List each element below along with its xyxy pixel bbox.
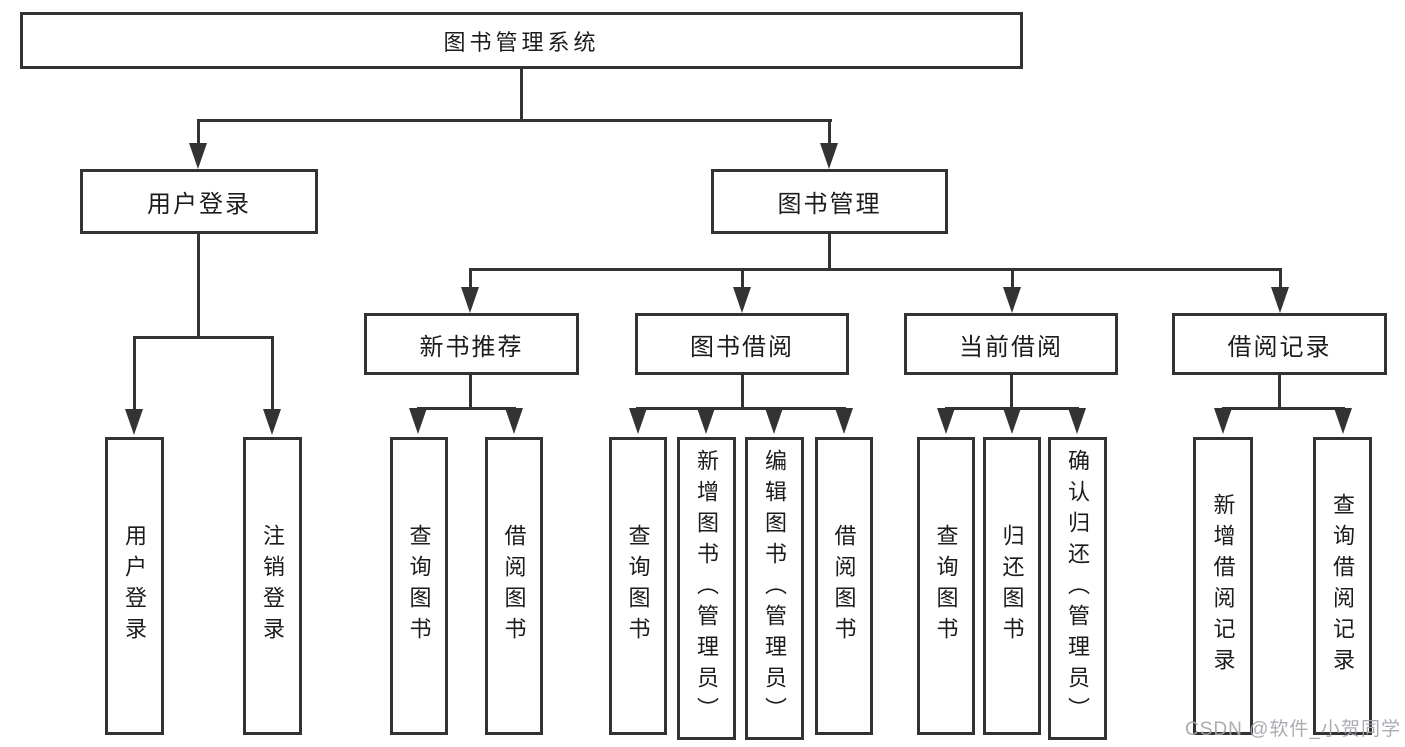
arrow-down-icon bbox=[1271, 287, 1289, 313]
connector-line bbox=[828, 234, 831, 270]
leaf-edit-book-admin: 编辑图书（管理员） bbox=[745, 437, 804, 740]
leaf-confirm-return-admin: 确认归还（管理员） bbox=[1048, 437, 1107, 740]
leaf-query-books-current: 查询图书 bbox=[917, 437, 975, 735]
connector-line bbox=[1222, 407, 1345, 410]
arrow-down-icon bbox=[820, 143, 838, 169]
connector-line bbox=[469, 268, 1282, 271]
node-library-management-system: 图书管理系统 bbox=[20, 12, 1023, 69]
arrow-down-icon bbox=[765, 408, 783, 434]
arrow-down-icon bbox=[461, 287, 479, 313]
arrow-down-icon bbox=[1068, 408, 1086, 434]
arrow-down-icon bbox=[1334, 408, 1352, 434]
connector-line bbox=[197, 119, 200, 149]
arrow-down-icon bbox=[189, 143, 207, 169]
node-new-book-recommend: 新书推荐 bbox=[364, 313, 579, 375]
leaf-add-book-admin: 新增图书（管理员） bbox=[677, 437, 736, 740]
leaf-user-login: 用户登录 bbox=[105, 437, 164, 735]
csdn-watermark: CSDN @软件_小贺同学 bbox=[1185, 719, 1401, 740]
leaf-borrow-books-borrowing: 借阅图书 bbox=[815, 437, 873, 735]
connector-line bbox=[741, 375, 744, 409]
arrow-down-icon bbox=[697, 408, 715, 434]
connector-line bbox=[133, 336, 136, 412]
connector-line bbox=[741, 268, 744, 290]
leaf-return-books: 归还图书 bbox=[983, 437, 1041, 735]
arrow-down-icon bbox=[835, 408, 853, 434]
leaf-query-books-borrowing: 查询图书 bbox=[609, 437, 667, 735]
arrow-down-icon bbox=[733, 287, 751, 313]
arrow-down-icon bbox=[1003, 287, 1021, 313]
connector-line bbox=[469, 268, 472, 290]
connector-line bbox=[1279, 268, 1282, 290]
leaf-query-borrow-record: 查询借阅记录 bbox=[1313, 437, 1372, 735]
leaf-logout: 注销登录 bbox=[243, 437, 302, 735]
connector-line bbox=[636, 407, 846, 410]
leaf-borrow-books-recommend: 借阅图书 bbox=[485, 437, 543, 735]
arrow-down-icon bbox=[409, 408, 427, 434]
connector-line bbox=[417, 407, 516, 410]
node-book-borrowing: 图书借阅 bbox=[635, 313, 849, 375]
connector-line bbox=[133, 336, 274, 339]
node-book-management: 图书管理 bbox=[711, 169, 948, 234]
connector-line bbox=[828, 119, 831, 149]
leaf-add-borrow-record: 新增借阅记录 bbox=[1193, 437, 1253, 735]
node-user-login: 用户登录 bbox=[80, 169, 318, 234]
connector-line bbox=[1010, 375, 1013, 409]
arrow-down-icon bbox=[125, 409, 143, 435]
arrow-down-icon bbox=[629, 408, 647, 434]
connector-line bbox=[520, 69, 523, 121]
arrow-down-icon bbox=[1214, 408, 1232, 434]
arrow-down-icon bbox=[937, 408, 955, 434]
connector-line bbox=[271, 336, 274, 412]
arrow-down-icon bbox=[263, 409, 281, 435]
arrow-down-icon bbox=[1003, 408, 1021, 434]
connector-line bbox=[1011, 268, 1014, 290]
connector-line bbox=[1278, 375, 1281, 409]
leaf-query-books-recommend: 查询图书 bbox=[390, 437, 448, 735]
node-current-borrowing: 当前借阅 bbox=[904, 313, 1118, 375]
connector-line bbox=[197, 119, 832, 122]
connector-line bbox=[197, 234, 200, 337]
node-borrowing-records: 借阅记录 bbox=[1172, 313, 1387, 375]
connector-line bbox=[469, 375, 472, 409]
arrow-down-icon bbox=[505, 408, 523, 434]
